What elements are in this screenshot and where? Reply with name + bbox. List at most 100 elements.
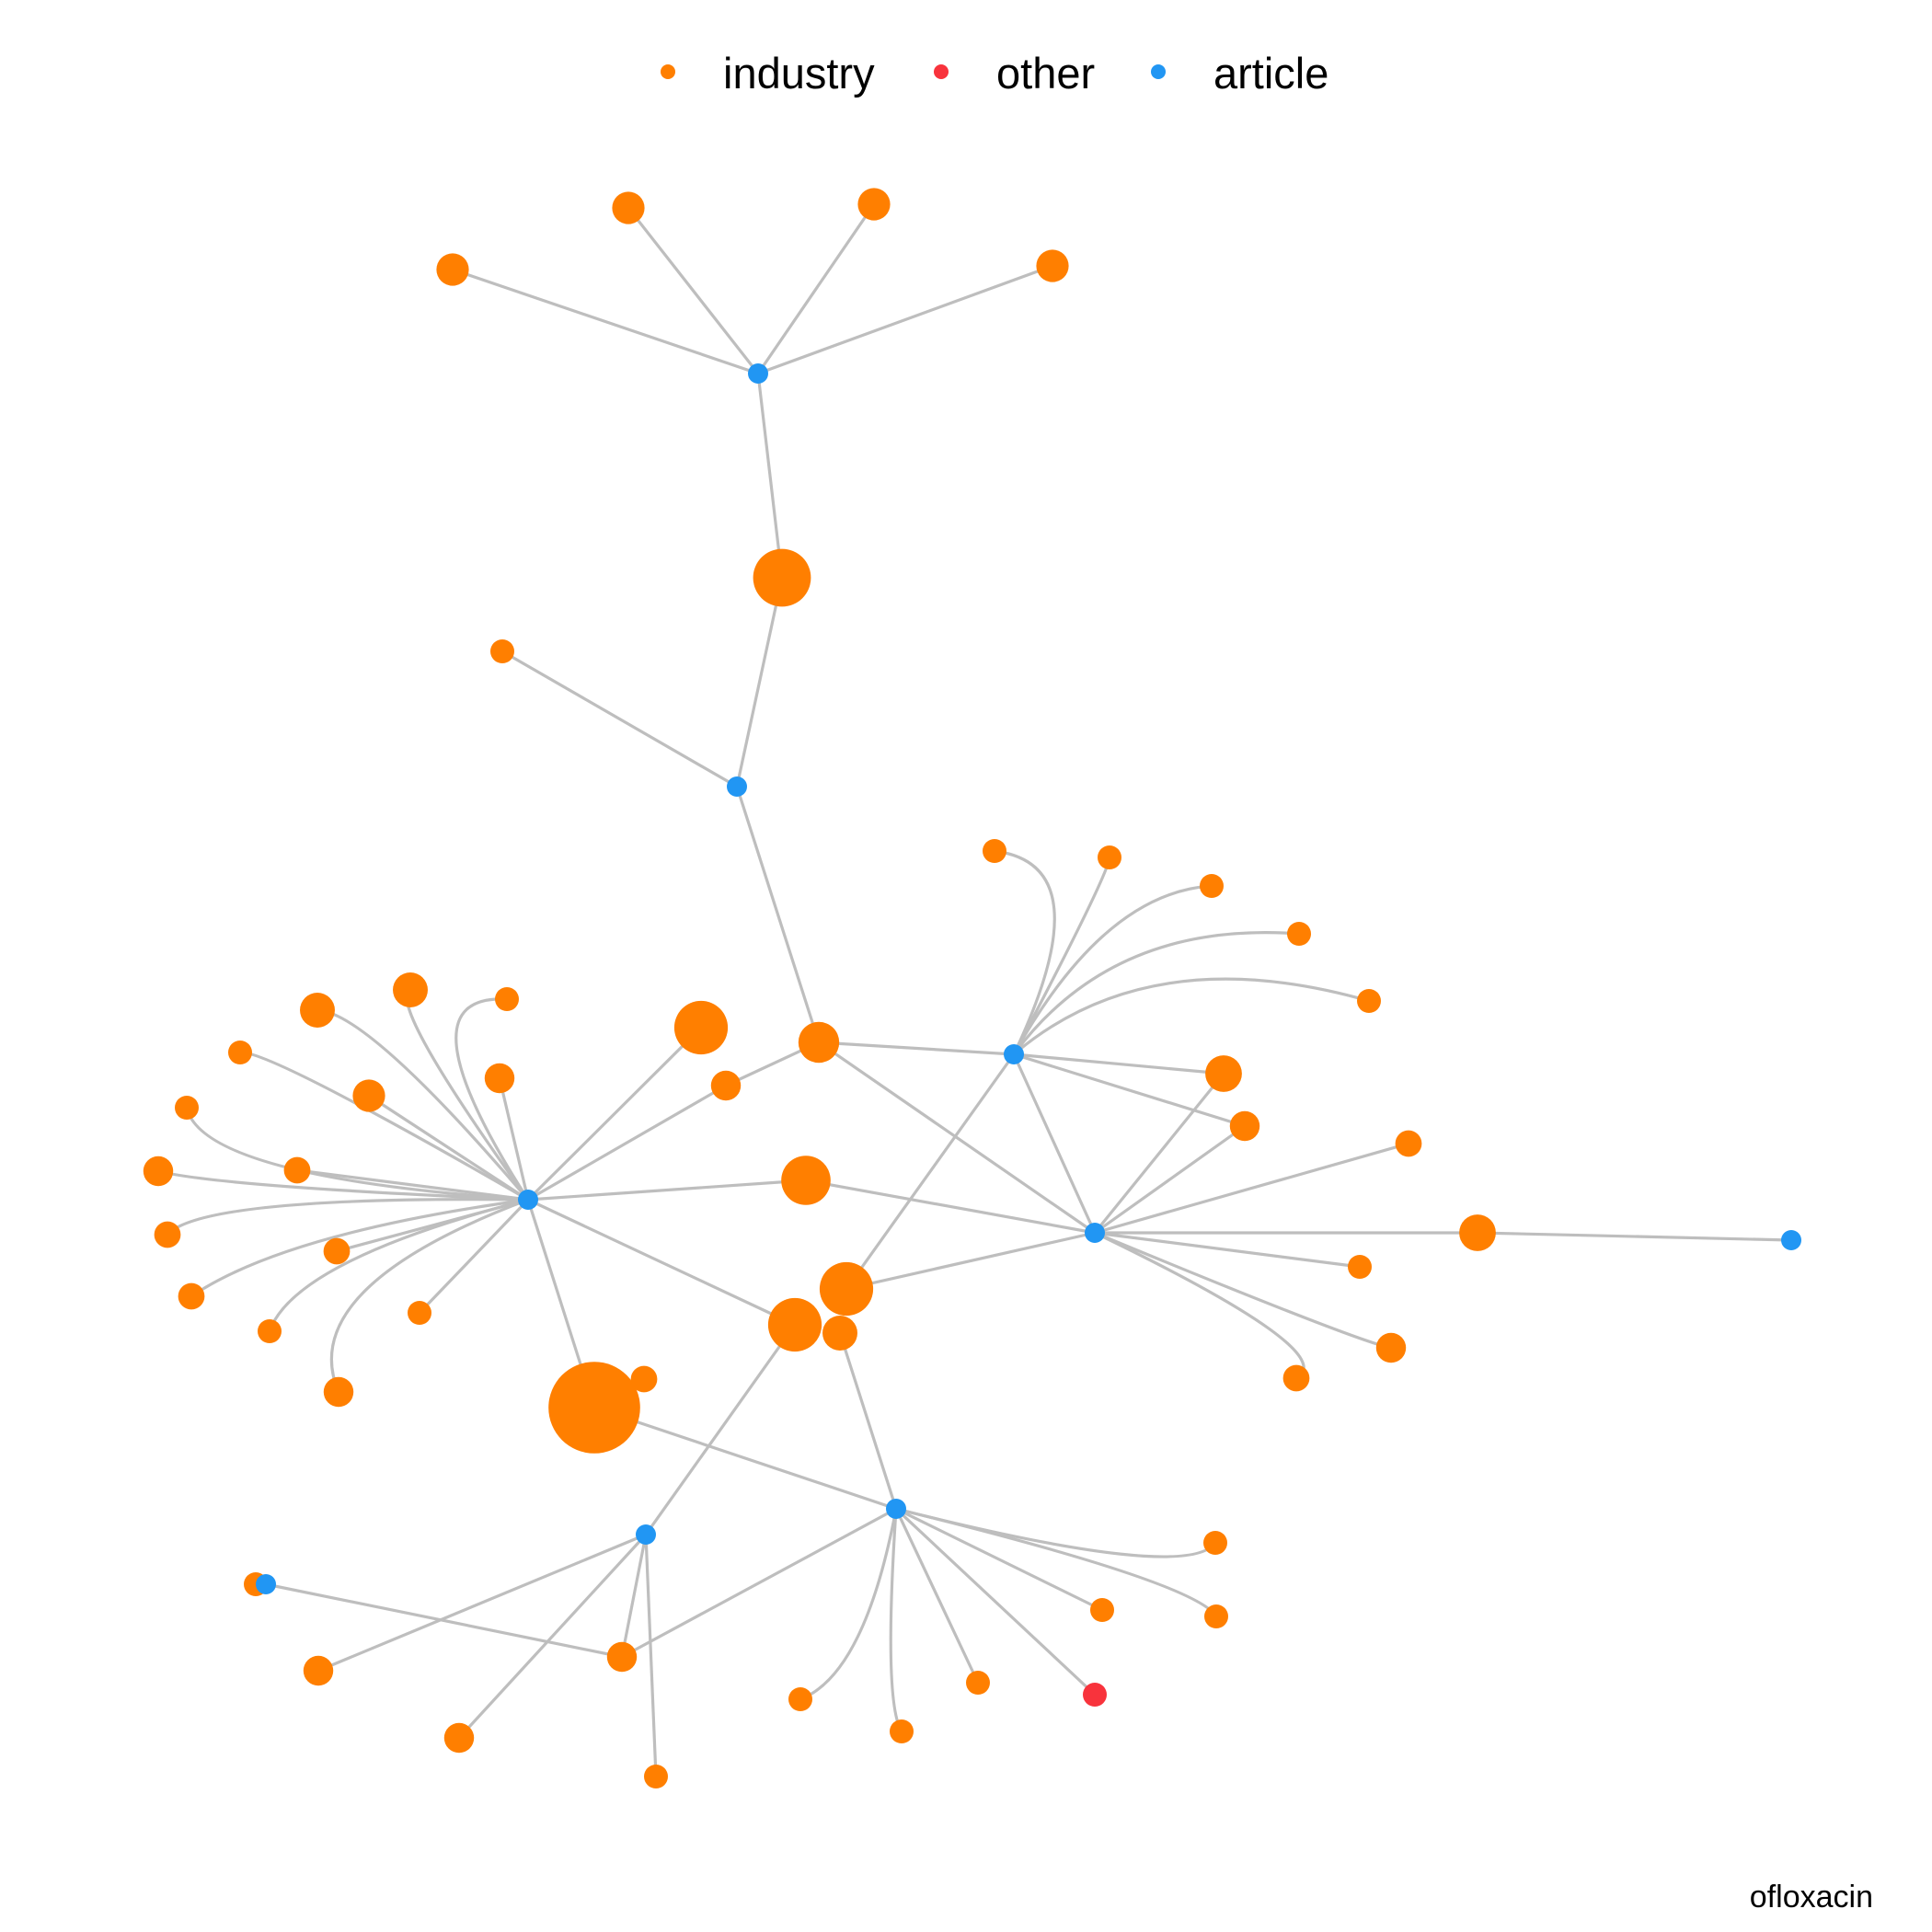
node-industry-top1 <box>436 253 469 286</box>
node-industry-b2 <box>303 1655 334 1686</box>
edge-a8-b1 <box>620 1533 648 1659</box>
node-industry-huge <box>548 1362 640 1454</box>
edge-a4-c_big <box>804 1179 1097 1235</box>
edge-r_4-a5 <box>1476 1231 1793 1242</box>
node-industry-c_s <box>822 1316 857 1351</box>
node-industry-hubi <box>798 1021 840 1064</box>
node-industry-b6 <box>890 1719 914 1743</box>
edge-hubi-a4 <box>817 1041 1097 1235</box>
legend-item-article: article <box>1151 49 1328 98</box>
legend: industry other article <box>661 49 1328 98</box>
edge-a6-l3 <box>454 997 530 1202</box>
legend-swatch-other <box>934 64 949 79</box>
node-industry-l1 <box>300 993 335 1028</box>
node-industry-top3 <box>857 188 891 221</box>
edge-a6-l15 <box>329 1198 530 1394</box>
node-industry-big1 <box>753 548 811 607</box>
node-industry-top4 <box>1036 249 1069 282</box>
node-industry-b4 <box>644 1765 668 1788</box>
edge-a2-hubi <box>735 785 821 1044</box>
edge-a3-n_tr1 <box>993 849 1056 1056</box>
node-industry-r_2 <box>1229 1110 1260 1142</box>
edge-a6-l14 <box>268 1198 530 1333</box>
node-industry-l10 <box>154 1221 181 1248</box>
legend-label-article: article <box>1213 49 1328 98</box>
edge-a3-a4 <box>1012 1052 1097 1235</box>
node-industry-n_tr4 <box>1287 922 1311 946</box>
edge-a6-l7 <box>367 1094 530 1202</box>
figure-caption: ofloxacin <box>1750 1880 1873 1915</box>
node-article-a6 <box>518 1190 538 1210</box>
edge-a9-b7 <box>894 1507 980 1685</box>
node-industry-l9 <box>143 1156 174 1187</box>
node-industry-l12 <box>408 1301 431 1325</box>
node-layer <box>143 188 1801 1788</box>
edge-c_s-a9 <box>838 1331 898 1511</box>
edge-a9-b1 <box>620 1507 898 1659</box>
edge-a6-l9 <box>156 1169 530 1202</box>
edge-a6-c_big <box>526 1179 808 1202</box>
edge-top1-a1 <box>451 268 760 375</box>
node-article-a7 <box>256 1574 276 1594</box>
node-industry-l8 <box>283 1156 311 1184</box>
node-industry-l3 <box>495 987 519 1011</box>
node-industry-c_big <box>781 1156 831 1205</box>
edge-a9-b6 <box>889 1507 903 1733</box>
node-industry-l14 <box>258 1319 282 1343</box>
edge-a6-l6 <box>498 1076 530 1202</box>
node-article-a9 <box>886 1499 906 1519</box>
legend-item-other: other <box>934 49 1095 98</box>
node-industry-r_5 <box>1348 1255 1372 1279</box>
node-industry-n_tr1 <box>983 839 1006 863</box>
node-industry-r_4 <box>1459 1214 1496 1251</box>
node-industry-b8 <box>1090 1598 1114 1622</box>
edge-a6-l13 <box>190 1198 530 1298</box>
node-article-a8 <box>636 1524 656 1545</box>
edge-n_mid_left-a2 <box>500 650 739 788</box>
node-industry-n_tr5 <box>1357 989 1381 1013</box>
edge-a1-big1 <box>756 372 784 580</box>
edge-a6-l5 <box>185 1106 530 1202</box>
node-industry-b10 <box>1204 1604 1228 1628</box>
edge-a6-c_big2 <box>526 1198 797 1327</box>
edge-a4-r_2 <box>1093 1124 1247 1235</box>
node-industry-r_7 <box>1282 1364 1310 1392</box>
edge-a9-b10 <box>894 1507 1218 1618</box>
node-industry-c_big3 <box>819 1261 874 1317</box>
edge-a6-l10 <box>166 1198 530 1236</box>
node-industry-b7 <box>966 1671 990 1695</box>
edge-a3-n_tr2 <box>1012 856 1111 1056</box>
edge-top2-a1 <box>627 206 760 375</box>
edge-a3-r_2 <box>1012 1052 1247 1128</box>
edge-a3-c_big3 <box>845 1052 1016 1291</box>
node-industry-top2 <box>612 191 645 224</box>
node-industry-n_mid_left <box>490 639 514 663</box>
node-industry-l7 <box>352 1079 385 1112</box>
node-industry-l4 <box>228 1041 252 1064</box>
edge-a4-r_3 <box>1093 1142 1410 1235</box>
edge-a3-r_big1 <box>1012 1052 1225 1075</box>
node-industry-l15 <box>323 1376 354 1408</box>
edge-a3-n_tr3 <box>1012 884 1213 1056</box>
node-article-a3 <box>1004 1044 1024 1064</box>
edge-a8-b3 <box>457 1533 648 1740</box>
node-industry-c_ul <box>673 1000 729 1055</box>
node-industry-b9 <box>1203 1531 1227 1555</box>
node-industry-b5 <box>788 1687 812 1711</box>
legend-item-industry: industry <box>661 49 875 98</box>
node-industry-l13 <box>178 1282 205 1310</box>
edge-a9-b8 <box>894 1507 1104 1612</box>
edge-big1-a2 <box>735 576 784 788</box>
node-article-a1 <box>748 363 768 384</box>
node-industry-l5 <box>175 1096 199 1120</box>
legend-label-other: other <box>996 49 1095 98</box>
node-industry-b1 <box>606 1641 638 1673</box>
node-article-a4 <box>1085 1223 1105 1243</box>
node-industry-l2 <box>393 972 428 1007</box>
edge-hubi-a3 <box>817 1041 1016 1056</box>
node-industry-n_tr2 <box>1098 845 1121 869</box>
edge-a6-l8 <box>295 1168 530 1202</box>
node-industry-l6 <box>484 1063 515 1094</box>
node-industry-l11 <box>323 1237 351 1265</box>
